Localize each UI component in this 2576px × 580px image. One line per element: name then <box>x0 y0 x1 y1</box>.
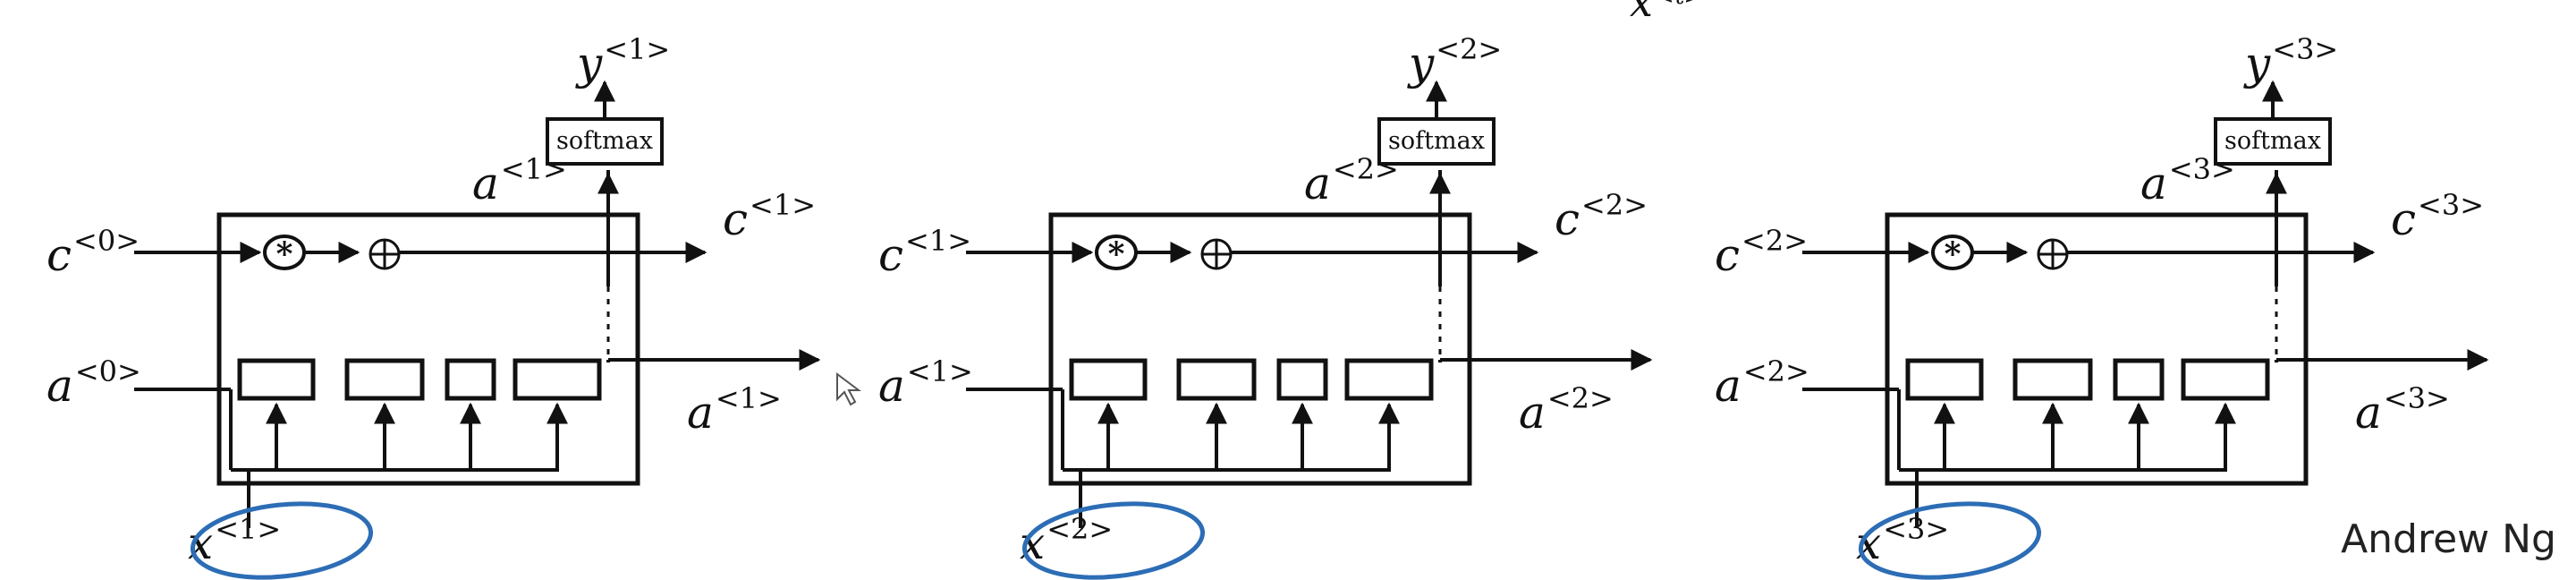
gate-box-4 <box>513 358 602 401</box>
a-up-label: a<3> <box>2140 152 2235 209</box>
lstm-cells: * softmax y<1> a<1> c<0> c<1> a<0> a<1> x<1> * sof… <box>47 32 2489 580</box>
a-in-label: a<0> <box>47 354 141 412</box>
gate-box-2 <box>2012 358 2093 401</box>
author-credit: Andrew Ng <box>2341 516 2556 562</box>
a-out-label: a<3> <box>2355 381 2450 439</box>
lstm-cell-1: * softmax y<1> a<1> c<0> c<1> a<0> a<1> x<1> <box>47 32 821 580</box>
gate-box-2 <box>344 358 425 401</box>
softmax-box <box>2214 117 2332 166</box>
cell-box <box>1885 212 2309 486</box>
y-out-label: y<3> <box>2243 32 2338 90</box>
a-out-label: a<1> <box>687 381 782 439</box>
softmax-label: softmax <box>2224 127 2321 155</box>
y-out-label: y<1> <box>575 32 670 90</box>
softmax-box <box>546 117 664 166</box>
gate-box-1 <box>1069 358 1148 401</box>
cell-box <box>216 212 640 486</box>
x-in-label: x<2> <box>1020 512 1113 569</box>
gate-box-4 <box>2181 358 2270 401</box>
highlight-circle-icon <box>1021 501 1206 580</box>
highlight-circle-icon <box>1858 501 2042 580</box>
x-in-label: x<1> <box>188 512 281 569</box>
gate-box-1 <box>237 358 316 401</box>
a-in-label: a<2> <box>1715 354 1809 412</box>
gate-box-4 <box>1344 358 1434 401</box>
cursor-icon <box>836 372 861 406</box>
gate-box-3 <box>445 358 496 401</box>
top-partial-sup: <t> <box>1655 0 1703 10</box>
c-out-label: c<1> <box>723 188 816 245</box>
c-in-label: c<2> <box>1715 224 1808 281</box>
top-partial-label: x <box>1630 0 1653 26</box>
softmax-label: softmax <box>556 127 653 155</box>
lstm-cell-3: * softmax y<3> a<3> c<2> c<3> a<2> a<3> x<3> <box>1715 32 2489 580</box>
gate-box-1 <box>1905 358 1984 401</box>
gate-box-2 <box>1176 358 1257 401</box>
softmax-label: softmax <box>1388 127 1485 155</box>
a-out-label: a<2> <box>1519 381 1614 439</box>
c-out-label: c<2> <box>1555 188 1648 245</box>
lstm-cell-2: * softmax y<2> a<2> c<1> c<2> a<1> a<2> x<2> <box>878 32 1653 580</box>
c-in-label: c<0> <box>47 224 140 281</box>
multiply-symbol: * <box>1945 235 1962 273</box>
x-in-label: x<3> <box>1856 512 1949 569</box>
c-out-label: c<3> <box>2391 188 2484 245</box>
gate-box-3 <box>2113 358 2165 401</box>
a-in-label: a<1> <box>878 354 973 412</box>
c-in-label: c<1> <box>878 224 971 281</box>
gate-box-3 <box>1276 358 1328 401</box>
multiply-symbol: * <box>276 235 293 273</box>
multiply-symbol: * <box>1108 235 1125 273</box>
a-up-label: a<1> <box>472 152 567 209</box>
a-up-label: a<2> <box>1304 152 1399 209</box>
highlight-circle-icon <box>190 501 374 580</box>
cell-box <box>1048 212 1472 486</box>
y-out-label: y<2> <box>1407 32 1502 90</box>
